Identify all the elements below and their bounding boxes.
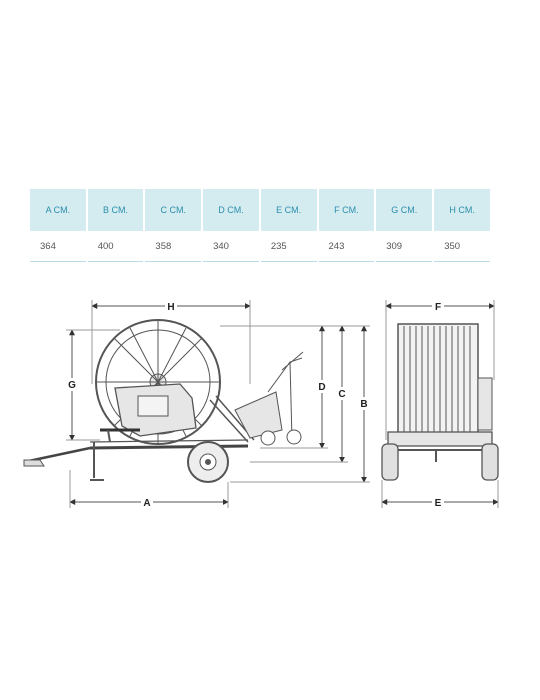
- front-drum: [397, 323, 479, 443]
- front-gearbox: [477, 377, 493, 431]
- dim-label-g: G: [68, 380, 76, 391]
- header-g: G CM.: [376, 189, 433, 231]
- front-view: F E: [381, 299, 499, 509]
- value-h: 350: [434, 231, 490, 262]
- value-d: 340: [203, 231, 259, 262]
- header-e: E CM.: [260, 189, 317, 231]
- hose-reel-technical-drawing: H G D C B A: [23, 299, 499, 509]
- header-b: B CM.: [87, 189, 144, 231]
- dimensions-header-row: A CM. B CM. C CM. D CM. E CM. F CM. G CM…: [30, 189, 490, 231]
- dim-label-a: A: [143, 498, 150, 509]
- dimensions-table: A CM. B CM. C CM. D CM. E CM. F CM. G CM…: [28, 189, 492, 262]
- dim-label-h: H: [167, 302, 174, 313]
- dimensions-value-row: 364 400 358 340 235 243 309 350: [30, 231, 490, 262]
- value-a: 364: [30, 231, 86, 262]
- dim-label-e: E: [435, 498, 442, 509]
- header-c: C CM.: [145, 189, 202, 231]
- dim-label-c: C: [338, 389, 345, 400]
- dim-label-b: B: [360, 399, 367, 410]
- dim-label-f: F: [435, 302, 441, 313]
- value-g: 309: [376, 231, 433, 262]
- header-d: D CM.: [203, 189, 259, 231]
- header-h: H CM.: [434, 189, 490, 231]
- value-f: 243: [318, 231, 375, 262]
- header-a: A CM.: [30, 189, 86, 231]
- dim-label-d: D: [318, 382, 325, 393]
- header-f: F CM.: [318, 189, 375, 231]
- front-wheels: [381, 443, 499, 481]
- side-view: H G D C B A: [23, 299, 370, 509]
- main-wheel: [187, 441, 229, 483]
- chassis: [23, 429, 249, 481]
- turbine-cart: [234, 351, 304, 446]
- value-b: 400: [87, 231, 144, 262]
- value-e: 235: [260, 231, 317, 262]
- value-c: 358: [145, 231, 202, 262]
